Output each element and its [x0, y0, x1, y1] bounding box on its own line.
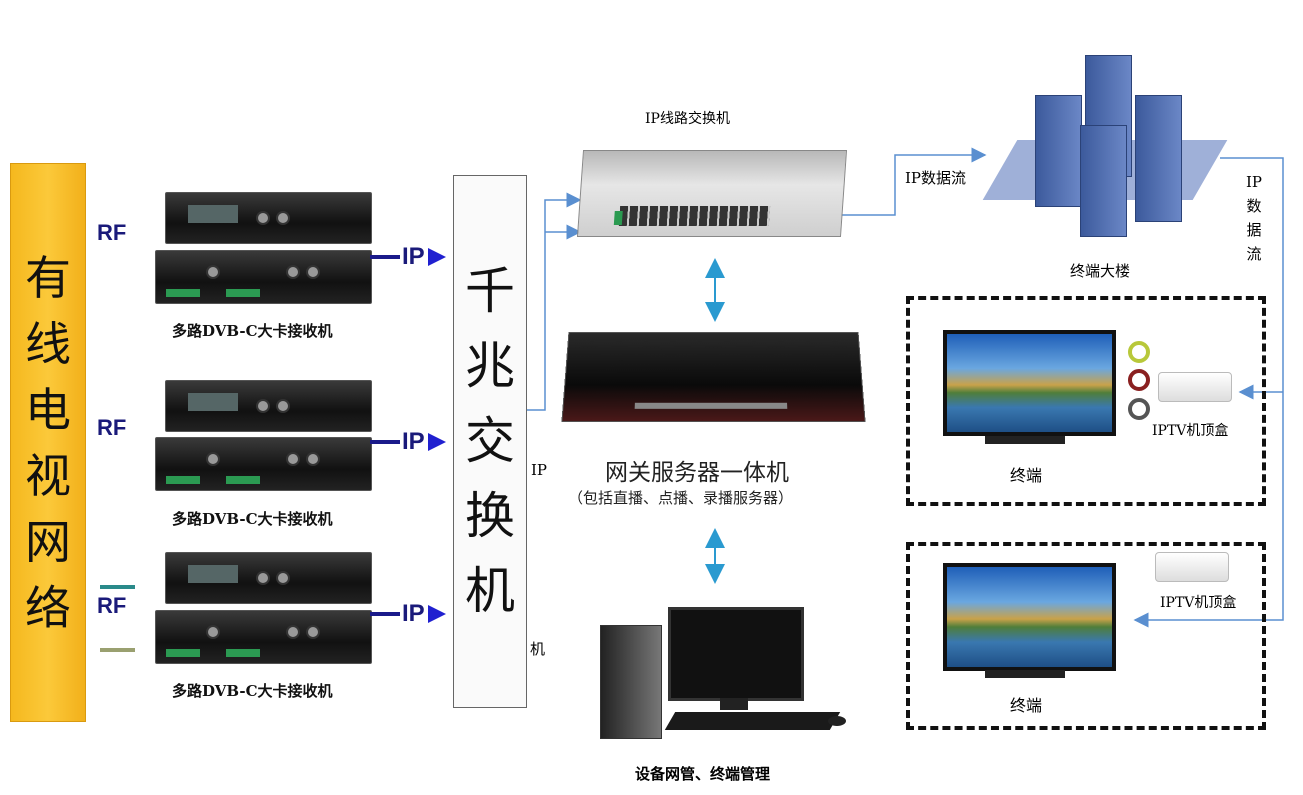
- terminal-label: 终端: [1010, 466, 1043, 485]
- tv-icon: [943, 563, 1116, 671]
- tv-stand: [985, 436, 1065, 444]
- ip-output-arrow: IP: [370, 600, 446, 628]
- ip-line-switch-label: IP线路交换机: [645, 111, 730, 127]
- av-port-icon: [1128, 398, 1150, 420]
- receiver-back-icon: [155, 437, 372, 491]
- side-flow-char: 流: [1246, 245, 1262, 263]
- tv-stand: [985, 670, 1065, 678]
- management-label: 设备网管、终端管理: [635, 765, 771, 783]
- rf-input-label: RF: [97, 220, 127, 245]
- gigabit-switch-box: 千 兆 交 换 机: [453, 175, 527, 708]
- side-flow-char: 数: [1246, 197, 1262, 215]
- receiver-label: 多路DVB-C大卡接收机: [172, 682, 333, 700]
- switch-char: 千: [465, 262, 515, 320]
- switch-char: 机: [465, 562, 515, 620]
- ip-output-label: IP: [402, 600, 425, 627]
- cable-tv-char: 有: [25, 250, 71, 305]
- cable-tv-network-box: 有 线 电 视 网 络: [10, 163, 86, 722]
- cable-tv-char: 线: [25, 316, 71, 371]
- set-top-box-icon: [1158, 372, 1232, 402]
- gateway-title: 网关服务器一体机: [605, 460, 789, 486]
- ip-flow-label: IP数据流: [905, 169, 967, 187]
- side-ip-flow-label: IP 数 据 流: [1243, 170, 1265, 266]
- switch-side-ip: IP: [531, 461, 548, 479]
- cable-tv-char: 网: [25, 514, 71, 569]
- terminal-box-1: [906, 296, 1266, 506]
- rf-input-label: RF: [97, 415, 127, 440]
- ip-output-label: IP: [402, 428, 425, 455]
- ip-output-arrow: IP: [370, 243, 446, 271]
- cable-tv-char: 电: [25, 382, 71, 437]
- receiver-label: 多路DVB-C大卡接收机: [172, 510, 333, 528]
- av-port-icon: [1128, 369, 1150, 391]
- cable-stub: [100, 648, 135, 652]
- receiver-back-icon: [155, 610, 372, 664]
- stb-label: IPTV机顶盒: [1152, 423, 1229, 439]
- building-label: 终端大楼: [1070, 262, 1131, 280]
- cable-tv-char: 视: [25, 448, 71, 503]
- ip-line-switch-icon: [576, 150, 848, 237]
- receiver-front-icon: [165, 552, 372, 604]
- side-flow-char: 据: [1246, 221, 1262, 239]
- side-flow-char: IP: [1245, 173, 1263, 191]
- ip-output-label: IP: [402, 243, 425, 270]
- gateway-subtitle: （包括直播、点播、录播服务器）: [568, 489, 794, 507]
- av-port-icon: [1128, 341, 1150, 363]
- stb-label: IPTV机顶盒: [1160, 595, 1237, 611]
- tv-icon: [943, 330, 1116, 436]
- ip-output-arrow: IP: [370, 428, 446, 456]
- switch-side-ji: 机: [530, 640, 546, 658]
- receiver-front-icon: [165, 192, 372, 244]
- receiver-label: 多路DVB-C大卡接收机: [172, 322, 333, 340]
- rf-input-label: RF: [97, 593, 127, 618]
- cable-tv-char: 络: [25, 580, 71, 635]
- switch-char: 兆: [465, 337, 515, 395]
- switch-char: 交: [465, 412, 515, 470]
- receiver-back-icon: [155, 250, 372, 304]
- set-top-box-icon: [1155, 552, 1229, 582]
- receiver-front-icon: [165, 380, 372, 432]
- terminal-label: 终端: [1010, 696, 1043, 715]
- switch-char: 换: [465, 487, 515, 545]
- cable-stub: [100, 585, 135, 589]
- gateway-server-icon: [561, 332, 866, 423]
- terminal-box-2: [906, 542, 1266, 730]
